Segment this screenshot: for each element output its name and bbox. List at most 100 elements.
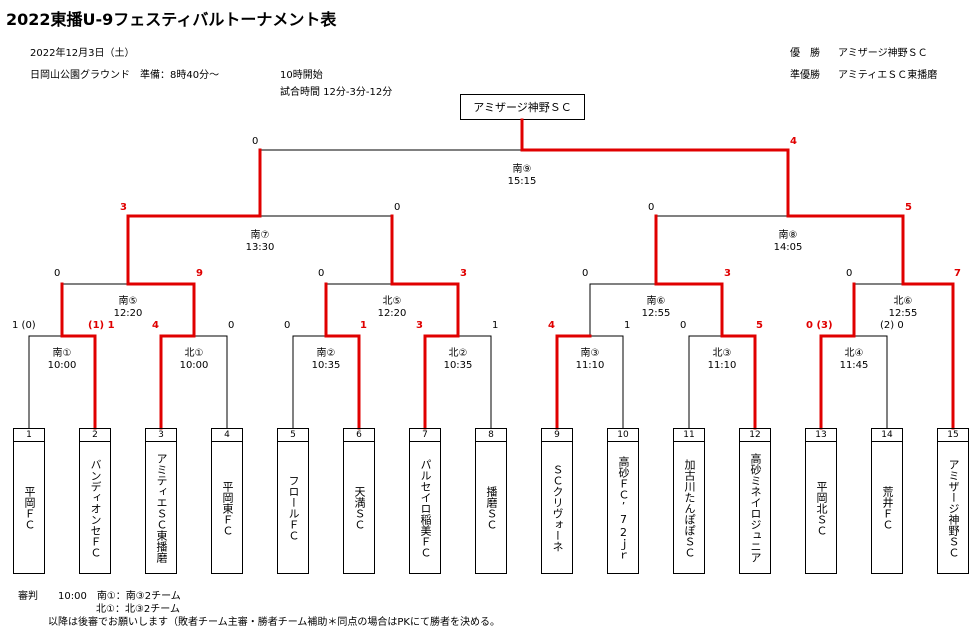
score-label: 1 — [624, 320, 631, 331]
match-name: 南⑥ — [646, 296, 666, 307]
match-name: 南③ — [580, 348, 600, 359]
team-number: 3 — [146, 429, 176, 442]
team-box: 3 アミティエＳＣ東播磨 — [145, 428, 177, 574]
result-team-1: アミザージ神野ＳＣ — [838, 48, 928, 59]
score-label: (2) 0 — [880, 320, 904, 331]
result-label-2: 準優勝 — [790, 70, 820, 81]
team-name: 平岡ＦＣ — [23, 486, 36, 530]
match-time: 10:00 — [179, 360, 209, 371]
team-number: 10 — [608, 429, 638, 442]
team-number: 4 — [212, 429, 242, 442]
score-label: 0 — [54, 268, 61, 279]
team-name: 播磨ＳＣ — [485, 486, 498, 530]
match-name: 南⑦ — [250, 230, 270, 241]
team-box: 12 高砂ミネイロジュニア — [739, 428, 771, 574]
team-number: 15 — [938, 429, 968, 442]
score-label: 5 — [905, 202, 912, 213]
match-time: 11:10 — [707, 360, 737, 371]
team-name: 天満ＳＣ — [353, 486, 366, 530]
match-name: 南② — [316, 348, 336, 359]
team-number: 14 — [872, 429, 902, 442]
score-label: 3 — [120, 202, 127, 213]
team-number: 8 — [476, 429, 506, 442]
match-time: 14:05 — [773, 242, 803, 253]
score-label: 0 — [318, 268, 325, 279]
team-name: 高砂ＦＣ’72ｊｒ — [617, 455, 630, 561]
score-label: 3 — [460, 268, 467, 279]
match-name: 北① — [184, 348, 204, 359]
score-label: 1 — [360, 320, 367, 331]
score-label: 4 — [548, 320, 555, 331]
match-time: 12:20 — [113, 308, 143, 319]
team-box: 10 高砂ＦＣ’72ｊｒ — [607, 428, 639, 574]
team-name: ＳＣクリヴォーネ — [551, 464, 564, 552]
team-number: 9 — [542, 429, 572, 442]
team-name: 高砂ミネイロジュニア — [749, 453, 762, 563]
team-name: アミティエＳＣ東播磨 — [155, 453, 168, 563]
score-label: 0 (3) — [806, 320, 833, 331]
match-name: 北⑥ — [893, 296, 913, 307]
start-time: 10時開始 — [280, 70, 323, 81]
referee-label: 審判 — [18, 591, 38, 602]
score-label: 0 — [846, 268, 853, 279]
team-number: 7 — [410, 429, 440, 442]
team-number: 13 — [806, 429, 836, 442]
score-label: 7 — [954, 268, 961, 279]
match-time: 10:35 — [443, 360, 473, 371]
score-label: 1 — [492, 320, 499, 331]
score-label: 0 — [228, 320, 235, 331]
score-label: 4 — [790, 136, 797, 147]
match-name: 南⑧ — [778, 230, 798, 241]
score-label: 0 — [252, 136, 259, 147]
team-box: 7 パルセイロ稲美ＦＣ — [409, 428, 441, 574]
team-box: 14 荒井ＦＣ — [871, 428, 903, 574]
match-time: 11:45 — [839, 360, 869, 371]
team-name: 平岡東ＦＣ — [221, 480, 234, 536]
team-number: 12 — [740, 429, 770, 442]
event-date: 2022年12月3日（土） — [30, 48, 135, 59]
team-name: フロールＦＣ — [287, 475, 300, 541]
team-number: 11 — [674, 429, 704, 442]
score-label: 5 — [756, 320, 763, 331]
score-label: 4 — [152, 320, 159, 331]
team-box: 6 天満ＳＣ — [343, 428, 375, 574]
match-time: 10:35 — [311, 360, 341, 371]
match-time: 13:30 — [245, 242, 275, 253]
team-name: 加古川たんぽぽＳＣ — [683, 458, 696, 558]
page-title: 2022東播U-9フェスティバルトーナメント表 — [6, 10, 337, 29]
score-label: 9 — [196, 268, 203, 279]
team-number: 1 — [14, 429, 44, 442]
match-duration: 試合時間 12分-3分-12分 — [280, 87, 393, 98]
match-time: 10:00 — [47, 360, 77, 371]
team-box: 8 播磨ＳＣ — [475, 428, 507, 574]
team-name: 荒井ＦＣ — [881, 486, 894, 530]
team-box: 1 平岡ＦＣ — [13, 428, 45, 574]
team-name: パルセイロ稲美ＦＣ — [419, 458, 432, 558]
team-box: 11 加古川たんぽぽＳＣ — [673, 428, 705, 574]
score-label: 3 — [724, 268, 731, 279]
referee-line-1: 10:00 南①：南③2チーム — [58, 591, 181, 602]
referee-line-2: 北①：北③2チーム — [96, 604, 180, 615]
match-name: 南① — [52, 348, 72, 359]
match-name: 南⑤ — [118, 296, 138, 307]
score-label: 0 — [648, 202, 655, 213]
match-name: 北③ — [712, 348, 732, 359]
team-number: 2 — [80, 429, 110, 442]
team-number: 6 — [344, 429, 374, 442]
